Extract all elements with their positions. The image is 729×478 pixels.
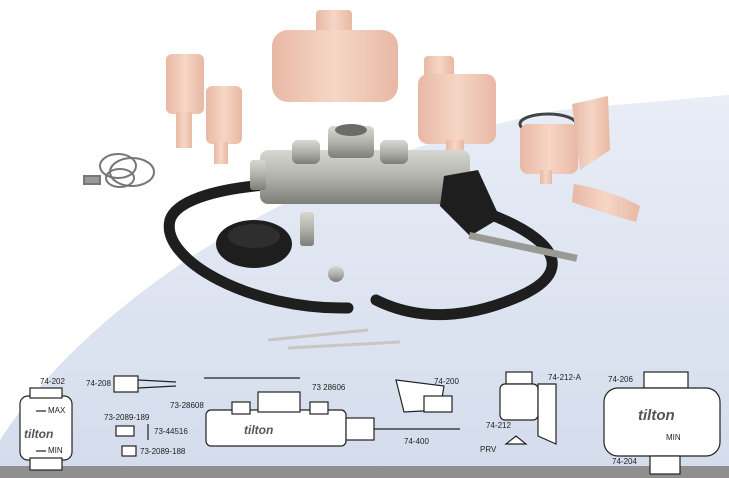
label-min-large: MIN xyxy=(666,433,681,442)
fittings-photo xyxy=(300,212,344,282)
reservoir-medium-photo xyxy=(418,56,496,162)
label-74-206: 74-206 xyxy=(608,375,633,384)
rubber-boot-photo xyxy=(216,220,292,268)
label-74-400: 74-400 xyxy=(404,437,429,446)
label-73-28606: 73 28606 xyxy=(312,383,346,392)
reservoir-small-photo-2 xyxy=(206,86,242,164)
tilton-logo-small: tilton xyxy=(24,427,54,441)
backdrop-shape xyxy=(0,95,729,478)
label-74-212: 74-212 xyxy=(486,421,511,430)
reservoir-large-photo xyxy=(272,10,398,102)
tilton-logo-cylinder: tilton xyxy=(244,423,274,437)
reservoir-small-photo-1 xyxy=(166,54,204,148)
bottom-strip xyxy=(0,466,729,478)
diagram-lines xyxy=(19,371,721,475)
label-73-2089-188: 73-2089-188 xyxy=(140,447,186,456)
label-74-204: 74-204 xyxy=(612,457,637,466)
label-prv: PRV xyxy=(480,445,497,454)
remote-reservoir-photo xyxy=(518,96,640,222)
label-73-2089-189: 73-2089-189 xyxy=(104,413,150,422)
label-74-200: 74-200 xyxy=(434,377,459,386)
label-74-212-a: 74-212-A xyxy=(548,373,581,382)
label-74-208: 74-208 xyxy=(86,379,111,388)
label-73-44516: 73-44516 xyxy=(154,427,188,436)
cable-ties-photo xyxy=(267,328,401,350)
label-73-28608: 73-28608 xyxy=(170,401,204,410)
label-max: MAX xyxy=(48,406,66,415)
tilton-logo-large: tilton xyxy=(638,407,675,424)
label-min-small: MIN xyxy=(48,446,63,455)
master-cylinder-photo xyxy=(250,124,578,262)
hose-clamps-photo xyxy=(83,153,155,188)
label-74-202: 74-202 xyxy=(40,377,65,386)
